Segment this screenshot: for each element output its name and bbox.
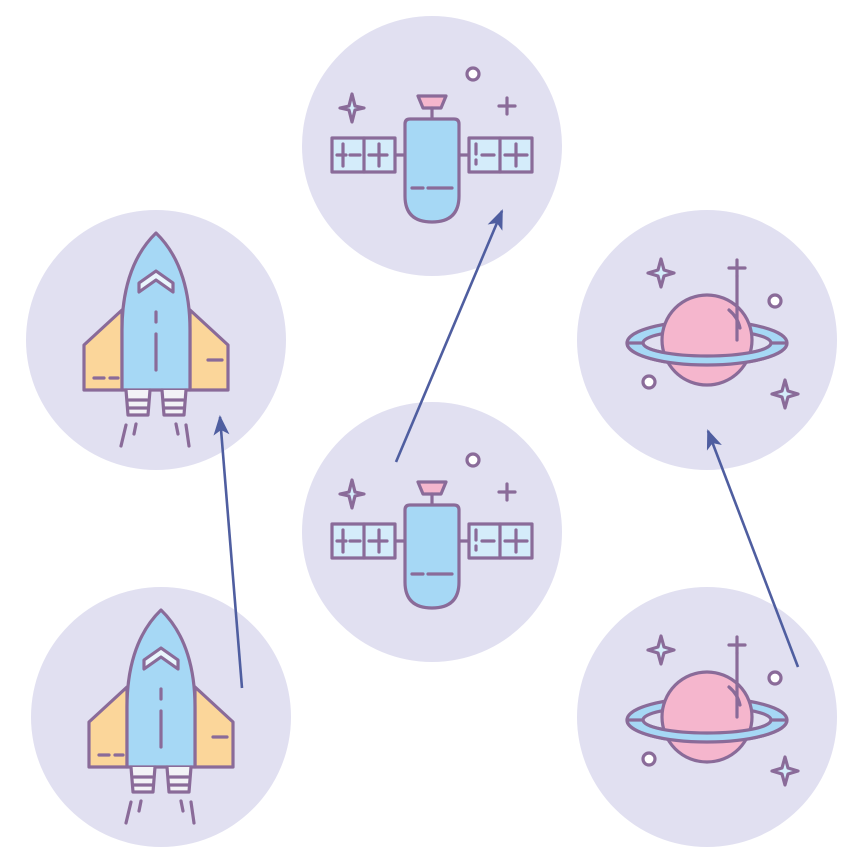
node-rocket-lower: [31, 587, 291, 847]
node-planet-upper: [577, 210, 837, 470]
arrow-satellite-lower-to-satellite-upper: [394, 209, 504, 463]
node-rocket-upper: [26, 210, 286, 470]
node-satellite-upper: [302, 16, 562, 276]
nodes-layer: [26, 16, 837, 847]
arrow-rocket-lower-to-rocket-upper: [213, 415, 244, 689]
edges-layer: [213, 209, 800, 689]
node-satellite-lower: [302, 402, 562, 662]
arrow-planet-lower-to-planet-upper: [706, 429, 800, 668]
node-planet-lower: [577, 587, 837, 847]
